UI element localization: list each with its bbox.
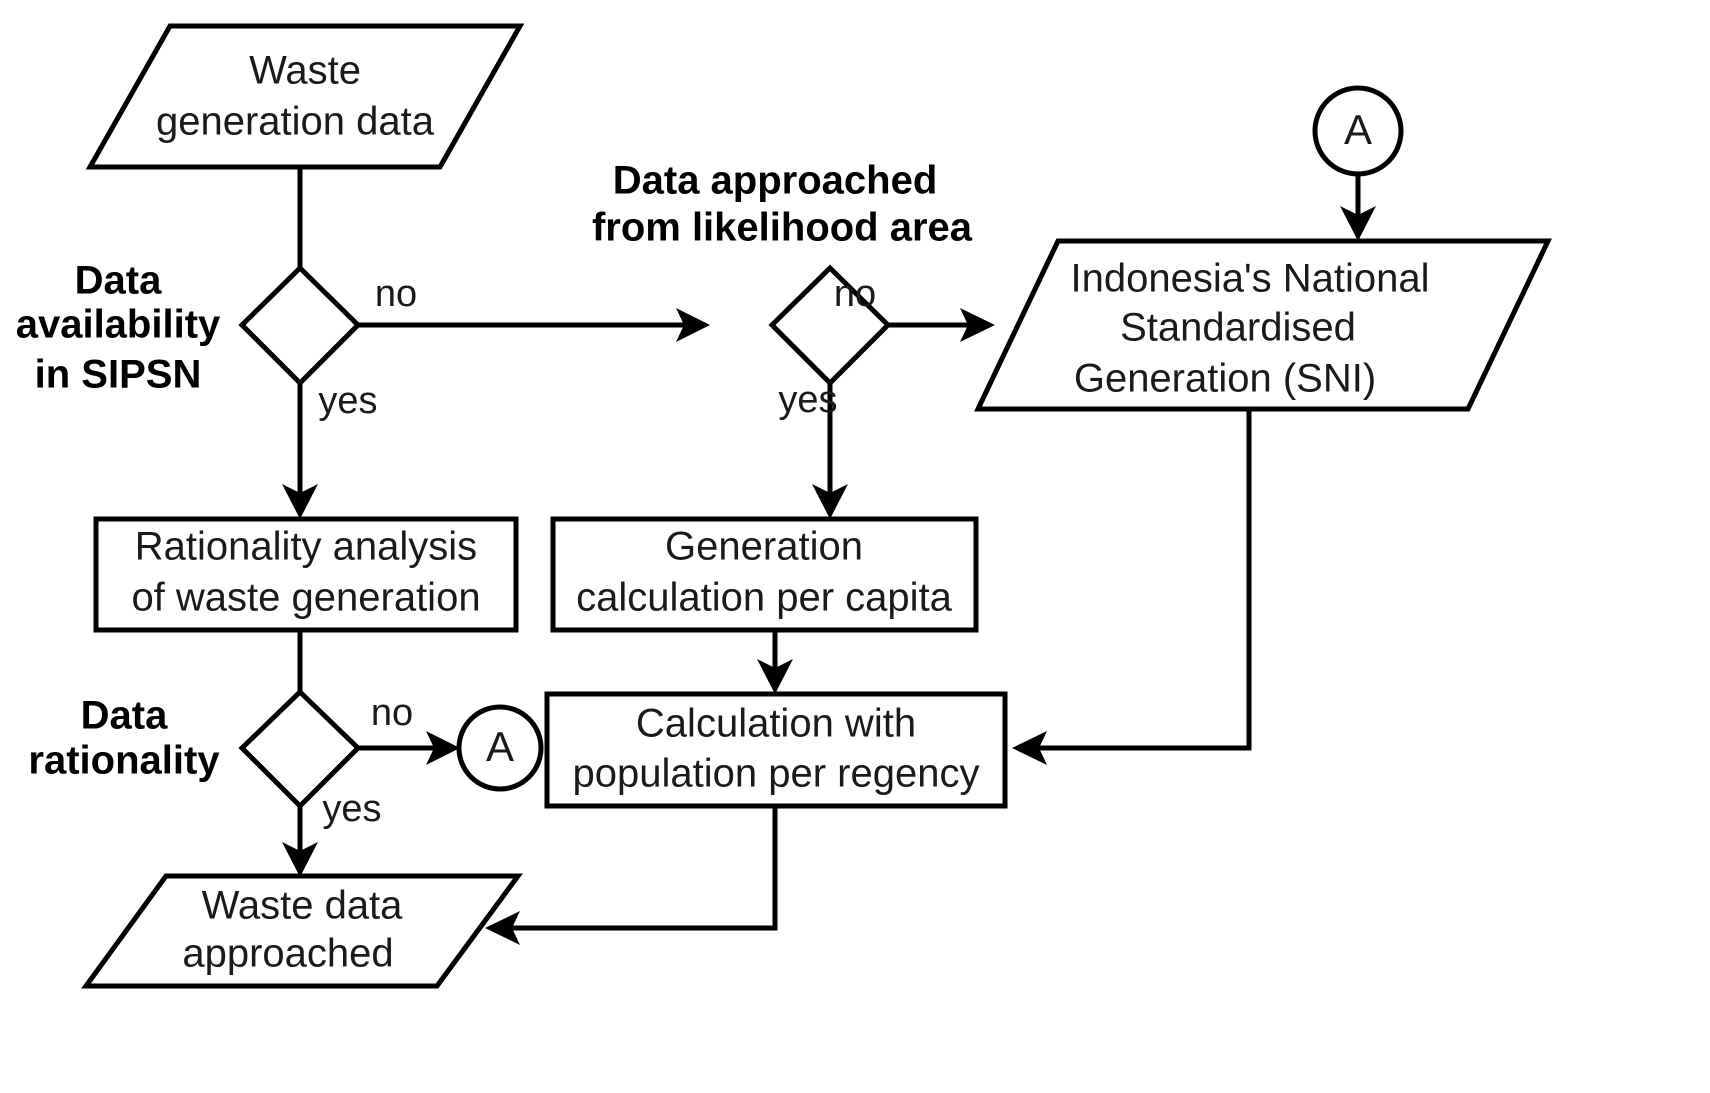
edge-label-likelihood-yes: yes — [778, 379, 837, 421]
node-waste-generation-data-line1: Waste — [249, 49, 361, 93]
node-waste-generation-data-line2: generation data — [156, 100, 435, 144]
edge-sipsn-yes — [282, 383, 318, 519]
edge-connector-a-to-sni — [1340, 174, 1376, 241]
label-decision-sipsn-line3: in SIPSN — [35, 353, 202, 397]
edge-calculation-to-wastedata — [485, 806, 778, 945]
node-calculation-population-line1: Calculation with — [636, 702, 916, 746]
edge-rationality-yes — [282, 806, 318, 877]
edge-label-rationality-yes: yes — [322, 788, 381, 830]
edge-likelihood-yes — [812, 383, 848, 519]
node-connector-a-bottom-letter: A — [486, 723, 514, 770]
node-connector-a-top-letter: A — [1344, 106, 1372, 153]
node-waste-data-approached-line2: approached — [182, 932, 393, 976]
node-connector-a-bottom[interactable]: A — [456, 704, 544, 792]
node-rationality-analysis[interactable]: Rationality analysis of waste generation — [93, 516, 519, 633]
node-sni-generation-line3: Generation (SNI) — [1074, 357, 1376, 401]
node-rationality-analysis-line2: of waste generation — [131, 576, 480, 620]
edge-sni-to-calculation — [1012, 410, 1252, 765]
label-decision-sipsn-line2: availability — [16, 303, 221, 347]
edge-generation-to-calculation — [757, 630, 793, 694]
node-waste-generation-data[interactable]: Waste generation data — [85, 23, 525, 170]
edge-label-sipsn-no: no — [375, 273, 417, 315]
edge-label-rationality-no: no — [371, 692, 413, 734]
label-decision-sipsn-line1: Data — [75, 259, 162, 303]
label-decision-likelihood: Data approached from likelihood area — [592, 159, 973, 250]
node-sni-generation-line2: Standardised — [1120, 306, 1356, 350]
node-decision-likelihood[interactable] — [768, 264, 892, 387]
edge-likelihood-no — [888, 308, 995, 342]
label-decision-likelihood-line2: from likelihood area — [592, 206, 973, 250]
edge-label-sipsn-yes: yes — [318, 380, 377, 422]
label-decision-rationality: Data rationality — [28, 694, 220, 783]
node-generation-calculation-line2: calculation per capita — [576, 576, 953, 620]
label-decision-sipsn: Data availability in SIPSN — [16, 259, 221, 397]
node-rationality-analysis-line1: Rationality analysis — [135, 525, 477, 569]
label-decision-rationality-line2: rationality — [28, 739, 220, 783]
label-decision-likelihood-line1: Data approached — [613, 159, 938, 203]
edge-label-likelihood-no: no — [834, 273, 876, 315]
node-decision-sipsn[interactable] — [238, 264, 362, 387]
node-decision-rationality[interactable] — [238, 688, 362, 810]
node-sni-generation-line1: Indonesia's National — [1071, 257, 1430, 301]
node-waste-data-approached-line1: Waste data — [202, 884, 404, 928]
label-decision-rationality-line1: Data — [81, 694, 168, 738]
node-waste-data-approached[interactable]: Waste data approached — [81, 873, 523, 989]
edge-rationality-no — [358, 731, 460, 765]
node-generation-calculation-line1: Generation — [665, 525, 863, 569]
node-generation-calculation[interactable]: Generation calculation per capita — [550, 516, 979, 633]
node-calculation-population[interactable]: Calculation with population per regency — [544, 691, 1008, 809]
node-calculation-population-line2: population per regency — [573, 752, 980, 796]
node-sni-generation[interactable]: Indonesia's National Standardised Genera… — [974, 238, 1552, 412]
node-connector-a-top[interactable]: A — [1312, 85, 1404, 177]
edge-sipsn-no — [358, 308, 710, 342]
